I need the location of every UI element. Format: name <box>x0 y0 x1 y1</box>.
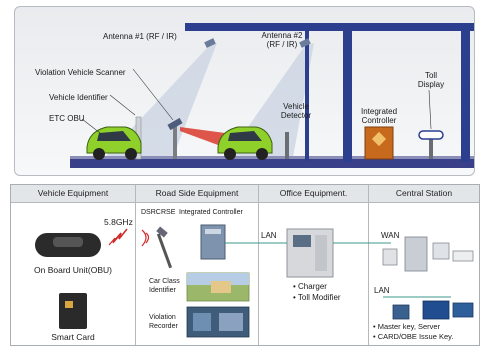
smart-card-label: Smart Card <box>51 332 95 342</box>
antenna2-pole <box>305 31 309 161</box>
toll-display-screen <box>418 130 444 140</box>
wan-label: WAN <box>381 231 400 240</box>
controller-label-line2: Controller <box>361 116 397 125</box>
toll-display-label-line2: Display <box>417 80 445 89</box>
car-class-label: Car Class Identifier <box>149 277 180 295</box>
central-item: • Master key, Server <box>373 322 441 331</box>
antenna2-label: Antenna #2 (RF / IR) <box>254 31 310 49</box>
antenna1-label: Antenna #1 (RF / IR) <box>103 32 177 41</box>
detector-post <box>285 132 289 159</box>
equipment-panel: Vehicle Equipment Road Side Equipment Of… <box>10 184 480 346</box>
car-class-label-line1: Car Class <box>149 278 180 285</box>
charger-screen <box>293 235 311 247</box>
toll-display-label-line1: Toll <box>424 71 437 80</box>
antenna2-label-line2: (RF / IR) <box>266 40 298 49</box>
antenna1-device <box>204 38 216 48</box>
office-item: • Charger <box>293 282 327 291</box>
central-items: • Master key, Server • CARD/OBE Issue Ke… <box>373 322 453 342</box>
smart-card <box>59 293 87 329</box>
car-right <box>217 126 273 160</box>
dsrc-label: DSRC <box>141 209 161 216</box>
scanner-pole <box>173 125 177 159</box>
vehicle-identifier-label: Vehicle Identifier <box>49 93 108 102</box>
dsrc-signal-icon <box>141 229 147 247</box>
gantry-beam <box>185 23 474 31</box>
wireless-signal-icon <box>108 234 121 246</box>
obu-label: On Board Unit(OBU) <box>34 265 112 275</box>
road-edge <box>70 156 474 159</box>
central-monitor <box>432 242 450 260</box>
column-divider <box>368 185 369 345</box>
detector-label-line2: Detector <box>280 111 312 120</box>
toll-display-label: Toll Display <box>415 71 447 89</box>
central-server <box>404 236 428 272</box>
controller-label: Integrated Controller <box>356 107 402 125</box>
smart-card-chip <box>65 301 73 308</box>
central-lan-label: LAN <box>374 286 390 295</box>
detector-label-line1: Vehicle <box>283 102 309 111</box>
antenna2-device <box>299 38 311 48</box>
car-left <box>86 126 142 160</box>
toll-display-post <box>429 137 433 159</box>
rse-pole <box>156 233 173 269</box>
car-class-photo-sky <box>187 273 249 285</box>
central-pc-tower <box>382 248 398 266</box>
violation-photo-camera <box>193 313 211 331</box>
rse-label: RSE <box>161 209 176 216</box>
violation-recorder-label-line2: Recorder <box>149 323 178 330</box>
car-class-label-line2: Identifier <box>149 287 176 294</box>
road <box>70 159 474 168</box>
lan-label: LAN <box>261 231 277 240</box>
toll-scene-illustration <box>70 23 474 168</box>
frequency-label: 5.8GHz <box>104 217 133 227</box>
central-workstation-2 <box>422 300 450 320</box>
detector-label: Vehicle Detector <box>277 102 315 120</box>
office-items: • Charger • Toll Modifier <box>293 281 341 303</box>
central-item: • CARD/OBE Issue Key. <box>373 332 454 341</box>
equipment-illustration <box>35 224 474 338</box>
charger-door <box>315 235 327 271</box>
dsrc-signal-icon <box>145 232 150 244</box>
etc-obu-label: ETC OBU <box>49 114 85 123</box>
central-workstation-3 <box>452 302 474 318</box>
violation-recorder-label-line1: Violation <box>149 314 176 321</box>
antenna2-label-line1: Antenna #2 <box>261 31 303 40</box>
antenna1-beam <box>105 43 217 157</box>
office-item: • Toll Modifier <box>293 293 341 302</box>
roadside-controller-label: Integrated Controller <box>179 209 243 216</box>
column-divider <box>258 185 259 345</box>
scanner-label: Violation Vehicle Scanner <box>35 68 126 77</box>
controller-label-line1: Integrated <box>360 107 398 116</box>
gantry-pillar-left <box>343 27 352 162</box>
obu-screen <box>53 237 83 247</box>
controller-emblem <box>371 131 387 147</box>
violation-photo-equipment <box>219 313 243 331</box>
scanner-device <box>167 117 183 131</box>
central-printer <box>452 250 474 262</box>
toll-scene-panel: Antenna #1 (RF / IR) Antenna #2 (RF / IR… <box>14 6 475 176</box>
column-divider <box>135 185 136 345</box>
car-class-photo-booth <box>211 281 231 293</box>
roadside-controller-panel <box>205 229 221 234</box>
rse-antenna <box>156 226 168 238</box>
central-workstation <box>392 304 410 320</box>
violation-recorder-label: Violation Recorder <box>149 313 178 331</box>
gantry-pillar-right <box>461 27 470 162</box>
column-header-central: Central Station <box>369 185 479 203</box>
